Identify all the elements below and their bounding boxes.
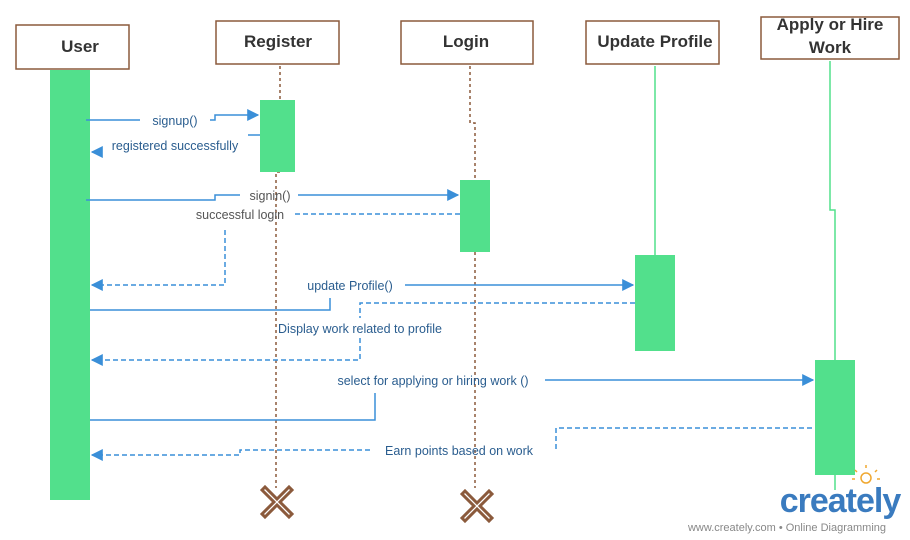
participant-apply-hire-label-line1: Apply or Hire [777,15,884,34]
participant-user: User [15,24,130,70]
participant-register-label: Register [244,32,312,51]
earn-points-arrow [92,427,812,455]
select-apply-arrow [90,380,813,421]
participant-apply-hire: Apply or Hire Work [760,15,900,60]
creately-tagline: www.creately.com • Online Diagramming [687,522,886,534]
signin-arrow [86,195,458,200]
update-profile-arrow [90,285,633,311]
register-activation [260,100,295,172]
signin-label: signin() [250,189,291,203]
participant-register: Register [215,20,340,65]
registered-arrow [92,134,260,152]
participant-update-profile-label: Update Profile [597,32,712,51]
registered-label: registered successfully [112,139,239,153]
earn-points-label: Earn points based on work [385,444,534,458]
creately-logo: creately [780,482,902,520]
select-apply-label: select for applying or hiring work () [337,374,528,388]
apply-hire-lifeline [829,61,836,490]
participant-user-label: User [61,37,99,56]
messages: signup() registered successfully signin(… [86,114,813,458]
signup-arrow [86,115,258,120]
lifelines [275,61,836,490]
participant-login-label: Login [443,32,489,51]
lightbulb-icon [852,465,880,484]
update-profile-label: update Profile() [307,279,392,293]
update-profile-activation [635,255,675,351]
participant-apply-hire-label-line2: Work [809,38,852,57]
signup-label: signup() [152,114,197,128]
login-destroy-icon [459,488,495,524]
login-lifeline [469,66,476,488]
display-work-label: Display work related to profile [278,322,442,336]
participant-update-profile: Update Profile [585,20,720,65]
display-work-arrow [92,302,635,360]
participant-login: Login [400,20,534,65]
creately-watermark: creately www.creately.com • Online Diagr… [687,465,902,534]
apply-hire-activation [815,360,855,475]
user-activation [50,70,90,500]
successful-login-arrow [92,213,460,285]
register-destroy-icon [259,484,295,520]
successful-login-label: successful login [196,208,284,222]
login-activation [460,180,490,252]
